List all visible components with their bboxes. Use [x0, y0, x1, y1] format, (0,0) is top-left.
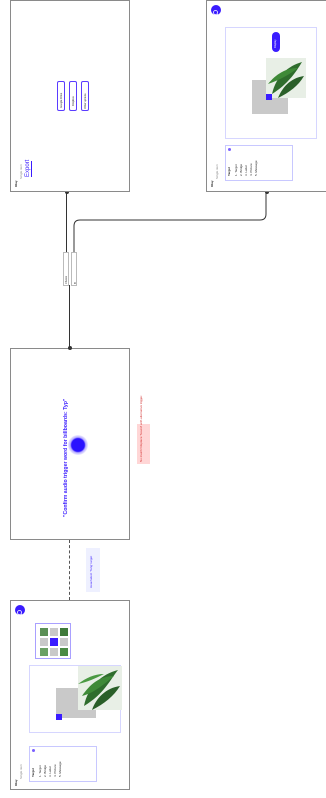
list-item[interactable]: 4. Picture	[53, 764, 57, 777]
list-item[interactable]: 2. Bridge	[239, 163, 243, 176]
list-toggle[interactable]	[228, 148, 231, 151]
header-brand: Olay	[210, 180, 214, 187]
thumbnail[interactable]	[60, 638, 68, 646]
connector-dot	[264, 190, 269, 194]
target-list-panel: Target 1. Target 2. Bridge 3. Label 4. P…	[29, 746, 97, 782]
image-badge	[56, 714, 62, 720]
list-item[interactable]: 1. Target	[234, 164, 238, 176]
thumbnail[interactable]	[40, 628, 48, 636]
list-title: Target	[227, 167, 231, 176]
header-subtitle: Single item	[19, 164, 23, 179]
other-options-button[interactable]: Other options	[81, 81, 89, 111]
display-pill-label: Display	[274, 39, 278, 48]
google-drive-button[interactable]: Google Drive	[57, 81, 65, 111]
list-item[interactable]: 4. Picture	[249, 163, 253, 176]
warning-box: No match! Replace 'Sound' with alternati…	[137, 395, 150, 464]
dropbox-label: Dropbox	[72, 96, 75, 106]
screen-frame-left: Olay Single item Target 1. Target 2. Bri…	[10, 600, 130, 790]
thumbnail[interactable]	[60, 648, 68, 656]
list-title: Target	[31, 768, 35, 777]
dropbox-button[interactable]: Dropbox	[69, 81, 77, 111]
display-pill[interactable]: Display	[272, 32, 280, 52]
connector-path	[73, 192, 267, 252]
header-brand: Olay	[14, 779, 18, 786]
thumbnail[interactable]	[50, 638, 58, 646]
title-underline	[31, 161, 32, 177]
header-subtitle: Single item	[215, 164, 219, 179]
list-item[interactable]: 3. Label	[48, 766, 52, 777]
target-list-panel: Target 1. Target 2. Bridge 3. Label 4. P…	[225, 145, 293, 181]
search-icon[interactable]	[211, 5, 221, 17]
connector-line	[66, 192, 67, 252]
connector-line	[69, 285, 70, 348]
hint-note: Hear/select 'Tang' target	[86, 548, 100, 592]
thumbnail[interactable]	[60, 628, 68, 636]
confirm-dot[interactable]	[68, 435, 88, 455]
leaf-image	[266, 58, 306, 98]
screen-frame-export: Olay Single item Export Google Drive Dro…	[10, 0, 130, 192]
other-options-label: Other options	[84, 93, 87, 109]
image-card	[29, 665, 122, 733]
list-toggle[interactable]	[32, 749, 35, 752]
thumbnail[interactable]	[40, 638, 48, 646]
junction-node-b[interactable]: B	[71, 252, 77, 286]
search-icon[interactable]	[15, 605, 25, 617]
screen-frame-middle: "Confirm audio trigger word for billboar…	[10, 348, 130, 540]
list-item[interactable]: 5. Message	[254, 160, 258, 176]
thumbnail[interactable]	[50, 628, 58, 636]
hint-note-text: Hear/select 'Tang' target	[89, 555, 93, 588]
prompt-text: "Confirm audio trigger word for billboar…	[63, 398, 69, 517]
thumbnail[interactable]	[50, 648, 58, 656]
connector-dashed	[69, 540, 70, 600]
header-brand: Olay	[14, 180, 18, 187]
thumbnail[interactable]	[40, 648, 48, 656]
screen-frame-bottom-right: Olay Single item Target 1. Target 2. Bri…	[206, 0, 326, 192]
list-item[interactable]: 1. Target	[38, 765, 42, 777]
list-item[interactable]: 3. Label	[244, 165, 248, 176]
junction-label-a: Choice	[65, 275, 68, 284]
junction-label-b: B	[73, 282, 77, 284]
junction-node-a[interactable]: Choice	[63, 252, 69, 286]
warning-text: No match! Replace 'Sound' with alternati…	[139, 394, 143, 462]
thumbnail-grid	[35, 623, 71, 659]
list-item[interactable]: 5. Message	[58, 761, 62, 777]
connector-dot	[64, 190, 69, 194]
list-item[interactable]: 2. Bridge	[43, 764, 47, 777]
image-card: Display	[225, 27, 317, 139]
connector-dot	[67, 346, 72, 350]
google-drive-label: Google Drive	[60, 92, 63, 108]
leaf-image	[78, 666, 122, 710]
header-subtitle: Single item	[19, 764, 23, 779]
image-badge	[266, 94, 272, 100]
